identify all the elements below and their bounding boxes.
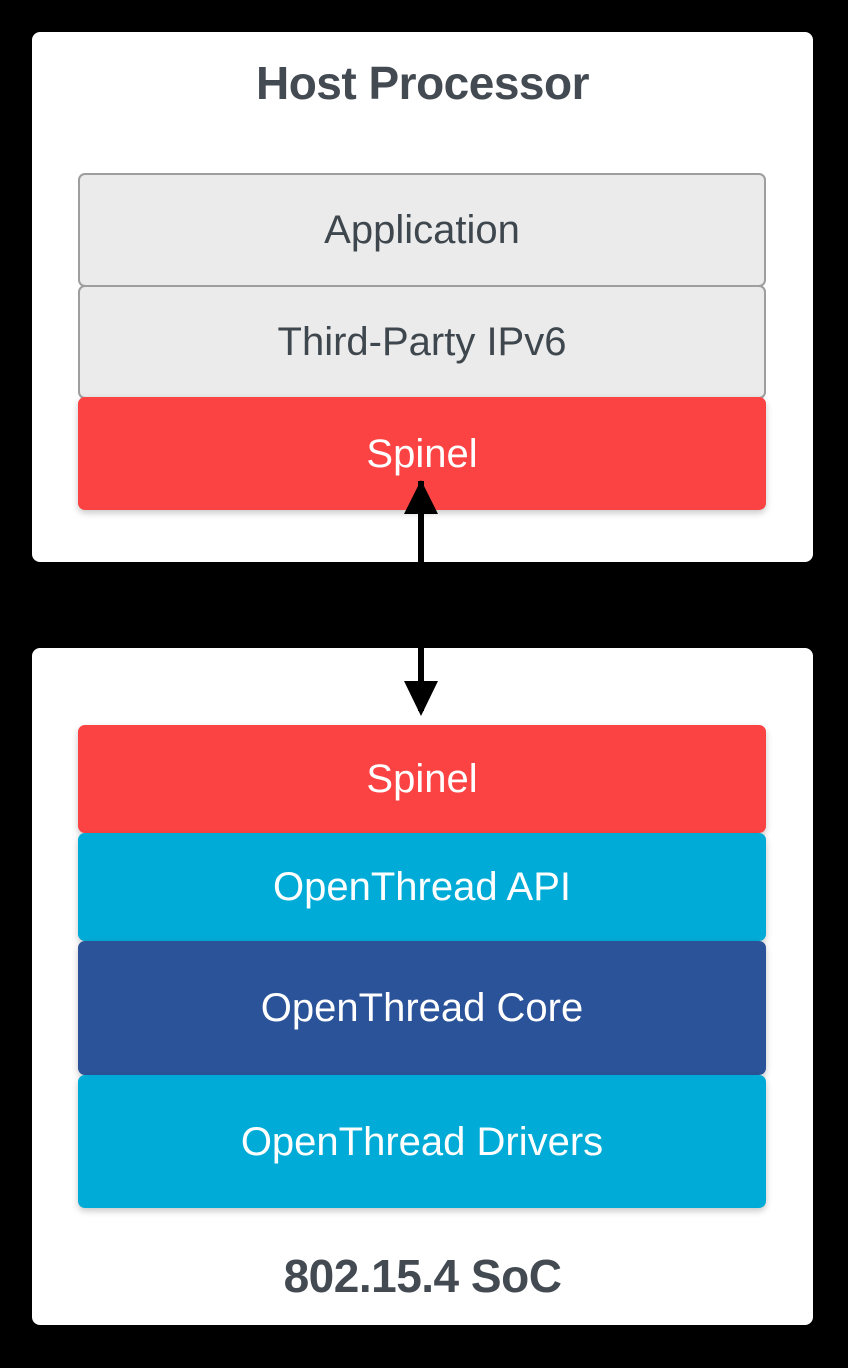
block-spinel-soc: Spinel <box>78 725 766 833</box>
soc-title: 802.15.4 SoC <box>283 1250 562 1302</box>
block-spinel-host: Spinel <box>78 397 766 510</box>
block-third-party-ipv6: Third-Party IPv6 <box>78 285 766 399</box>
block-openthread-drivers-label: OpenThread Drivers <box>240 1119 604 1164</box>
host-processor-title: Host Processor <box>255 57 590 109</box>
block-openthread-core: OpenThread Core <box>78 941 766 1075</box>
block-openthread-api: OpenThread API <box>78 833 766 941</box>
block-openthread-api-label: OpenThread API <box>273 865 571 909</box>
host-processor-card: Host Processor Application Third-Party I… <box>32 32 813 562</box>
block-openthread-drivers: OpenThread Drivers <box>78 1075 766 1208</box>
block-openthread-core-label: OpenThread Core <box>260 986 584 1030</box>
block-spinel-host-label: Spinel <box>366 431 478 476</box>
block-application: Application <box>78 173 766 287</box>
block-spinel-soc-label: Spinel <box>366 757 478 801</box>
soc-card: Spinel OpenThread API OpenThread Core Op… <box>32 648 813 1325</box>
block-application-label: Application <box>324 208 520 252</box>
block-third-party-ipv6-label: Third-Party IPv6 <box>277 320 567 364</box>
